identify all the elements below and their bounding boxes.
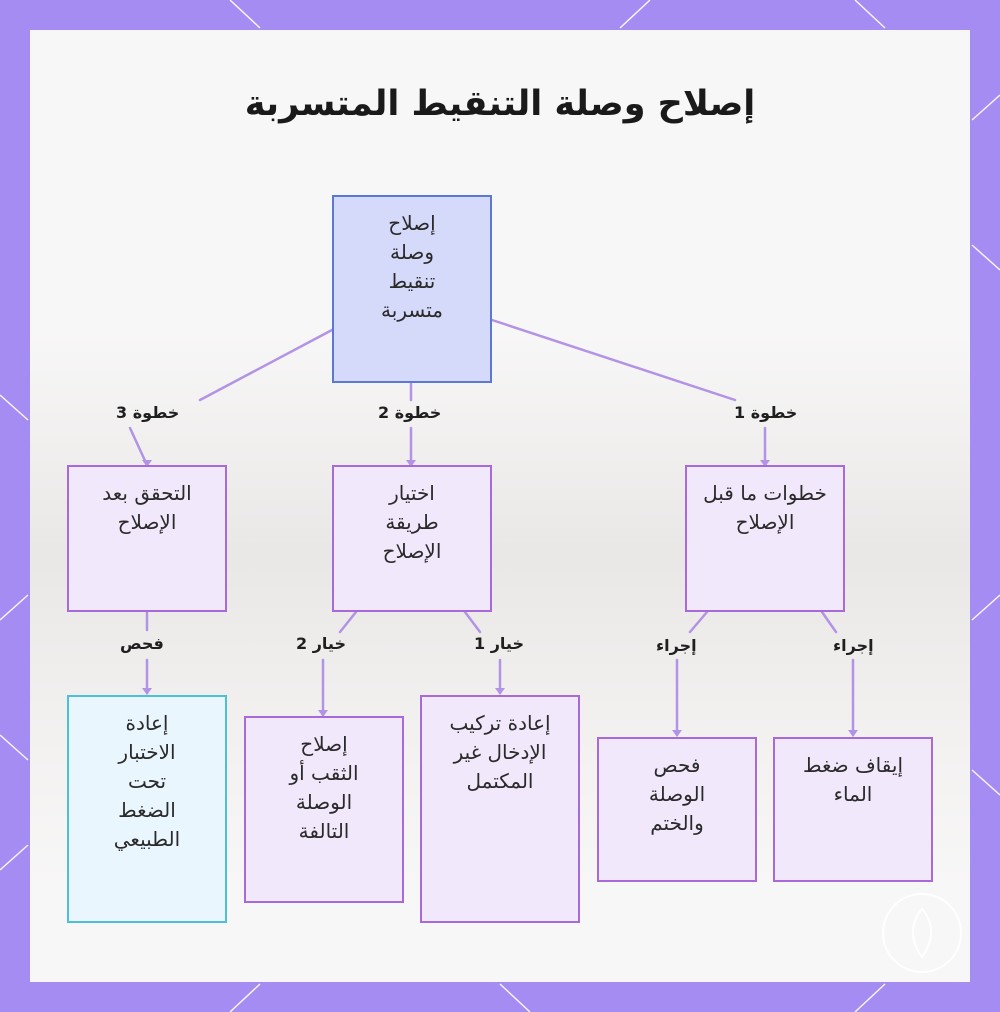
edge-label-check: فحص	[120, 634, 164, 653]
arrowhead	[672, 730, 682, 737]
node-retest-label: إعادة الاختبار تحت الضغط الطبيعي	[113, 711, 181, 851]
node-inspect-joint: فحص الوصلة والختم	[597, 737, 757, 882]
node-root-label: إصلاح وصلة تنقيط متسربة	[381, 211, 443, 322]
node-choose-method-label: اختيار طريقة الإصلاح	[382, 481, 442, 563]
arrowhead	[142, 688, 152, 695]
arrowhead	[495, 688, 505, 695]
edge-pre-inspect	[675, 610, 709, 737]
node-choose-method: اختيار طريقة الإصلاح	[332, 465, 492, 612]
edge-pre-stop	[820, 610, 855, 737]
edge-label-option2: خيار 2	[296, 634, 346, 653]
diagram-title: إصلاح وصلة التنقيط المتسربة	[244, 84, 756, 124]
arrowhead	[760, 460, 770, 467]
arrowhead	[318, 710, 328, 717]
arrowhead	[406, 460, 416, 467]
arrowhead	[848, 730, 858, 737]
node-pre-repair-label: خطوات ما قبل الإصلاح	[703, 481, 827, 534]
leaf-icon	[912, 907, 932, 959]
node-reinstall: إعادة تركيب الإدخال غير المكتمل	[420, 695, 580, 923]
node-root: إصلاح وصلة تنقيط متسربة	[332, 195, 492, 383]
node-verify: التحقق بعد الإصلاح	[67, 465, 227, 612]
node-inspect-joint-label: فحص الوصلة والختم	[648, 753, 706, 835]
node-repair-hole: إصلاح الثقب أو الوصلة التالفة	[244, 716, 404, 903]
arrowhead	[142, 460, 152, 467]
edge-label-step3: خطوة 3	[116, 403, 180, 422]
node-verify-label: التحقق بعد الإصلاح	[102, 481, 192, 534]
node-stop-water-label: إيقاف ضغط الماء	[802, 753, 904, 806]
edge-label-option1: خيار 1	[474, 634, 524, 653]
edge-label-step2: خطوة 2	[378, 403, 442, 422]
edge-label-step1: خطوة 1	[734, 403, 798, 422]
edge-method-repair	[321, 610, 358, 717]
edge-root-verify	[128, 328, 334, 467]
watermark-seal	[882, 893, 962, 973]
node-retest: إعادة الاختبار تحت الضغط الطبيعي	[67, 695, 227, 923]
node-reinstall-label: إعادة تركيب الإدخال غير المكتمل	[449, 711, 551, 793]
node-repair-hole-label: إصلاح الثقب أو الوصلة التالفة	[289, 732, 359, 843]
edge-method-reinstall	[463, 610, 502, 695]
edge-label-action-b: إجراء	[833, 636, 874, 655]
node-stop-water: إيقاف ضغط الماء	[773, 737, 933, 882]
node-pre-repair: خطوات ما قبل الإصلاح	[685, 465, 845, 612]
edge-label-action-a: إجراء	[656, 636, 697, 655]
edge-root-pre	[490, 318, 767, 467]
